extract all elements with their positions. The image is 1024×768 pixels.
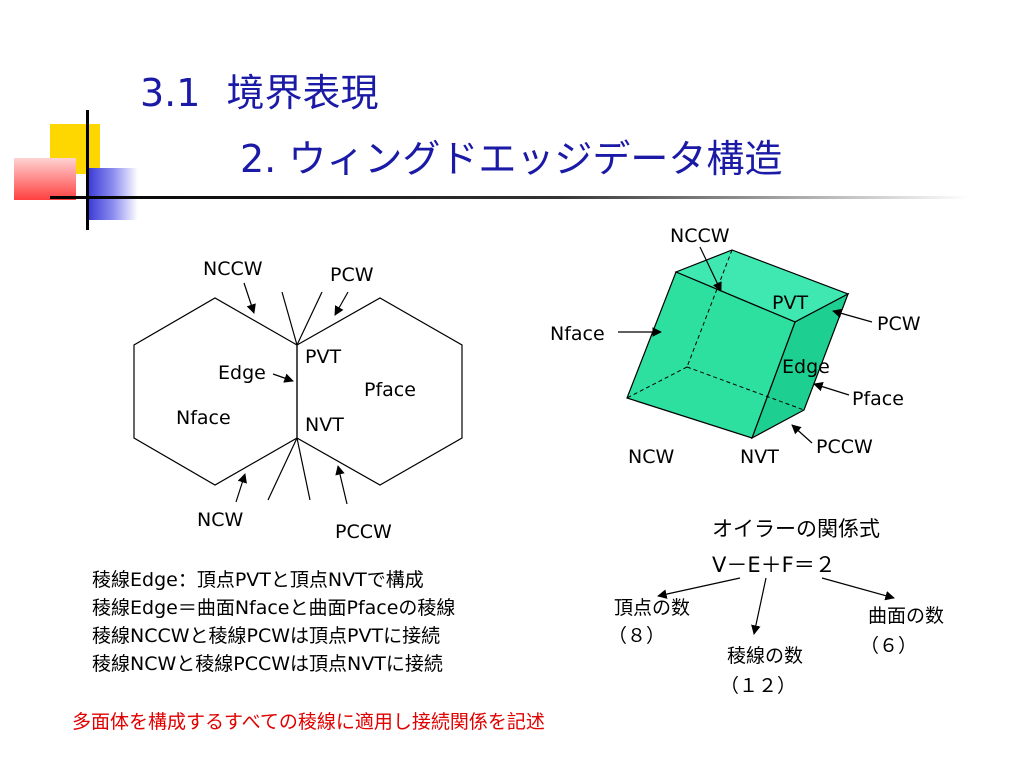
cube-diagram [618, 246, 873, 444]
hex-left-face [133, 297, 298, 486]
hex-diagram [133, 282, 463, 505]
euler-vertex-label: 頂点の数 [614, 597, 690, 619]
hex-label-ncw: NCW [197, 509, 243, 531]
cube-arrow-pccw [791, 424, 813, 444]
euler-arrow-vertex [657, 577, 741, 599]
cube-arrow-pcw [832, 308, 873, 323]
hex-label-nccw: NCCW [203, 258, 263, 280]
euler-title: オイラーの関係式 [712, 517, 880, 541]
hex-arrow-ncw [235, 473, 247, 503]
cube-label-nface: Nface [550, 323, 605, 345]
euler-face-label: 曲面の数 [868, 605, 944, 627]
cube-label-edge: Edge [782, 356, 830, 378]
cube-label-nccw: NCCW [670, 225, 730, 247]
cube-label-pvt: PVT [772, 292, 808, 314]
hex-arrow-pccw [335, 465, 348, 505]
description-line-3: 稜線NCCWと稜線PCWは頂点PVTに接続 [92, 625, 441, 647]
hex-arrow-nccw [243, 282, 256, 314]
description-line-1: 稜線Edge：頂点PVTと頂点NVTで構成 [92, 569, 424, 591]
euler-face-count: （６） [860, 635, 917, 657]
section-number: 3.1 [140, 71, 201, 115]
euler-arrow-edge [751, 577, 767, 635]
hex-edge-top-extension-2 [296, 291, 323, 346]
page-title: 3.1 境界表現 [140, 62, 378, 117]
hex-edge-bottom-extension-2 [296, 437, 311, 501]
title-main: 境界表現 [226, 71, 379, 115]
hex-label-pcw: PCW [330, 264, 374, 286]
cube-label-pccw: PCCW [816, 436, 873, 458]
footnote-red: 多面体を構成するすべての稜線に適用し接続関係を記述 [72, 711, 545, 733]
cube-label-pcw: PCW [877, 313, 921, 335]
hex-edge-top-extension-1 [281, 291, 298, 346]
euler-arrows [657, 577, 895, 635]
decor-vertical-line [86, 110, 89, 230]
hex-label-edge: Edge [218, 362, 266, 384]
hex-arrow-pcw [334, 291, 349, 316]
hex-label-nvt: NVT [305, 414, 344, 436]
hex-edge-bottom-extension-1 [267, 437, 298, 501]
euler-edge-count: （１２） [720, 675, 796, 697]
hex-label-pvt: PVT [305, 346, 341, 368]
cube-hidden-edge-2 [626, 366, 688, 399]
cube-arrow-pface [813, 382, 850, 396]
cube-label-nvt: NVT [740, 446, 779, 468]
page-subtitle: 2. ウィングドエッジデータ構造 [240, 137, 783, 181]
decor-blue-square [88, 168, 138, 220]
euler-edge-label: 稜線の数 [727, 645, 803, 667]
hex-label-pccw: PCCW [335, 521, 392, 543]
euler-arrow-face [821, 577, 895, 601]
description-line-2: 稜線Edge＝曲面Nfaceと曲面Pfaceの稜線 [92, 597, 456, 619]
hex-label-pface: Pface [364, 379, 416, 401]
cube-arrow-nccw [699, 246, 722, 292]
description-line-4: 稜線NCWと稜線PCCWは頂点NVTに接続 [92, 653, 443, 675]
euler-formula: V－E＋F＝２ [712, 553, 836, 577]
euler-vertex-count: （８） [608, 625, 665, 647]
title-divider [50, 196, 970, 199]
cube-label-ncw: NCW [628, 446, 674, 468]
hex-arrow-edge [272, 373, 294, 383]
cube-front-face [626, 271, 796, 439]
decor-red-square [14, 158, 76, 200]
description-list: 稜線Edge：頂点PVTと頂点NVTで構成 稜線Edge＝曲面Nfaceと曲面P… [92, 566, 455, 678]
hex-label-nface: Nface [176, 407, 231, 429]
cube-label-pface: Pface [852, 388, 904, 410]
